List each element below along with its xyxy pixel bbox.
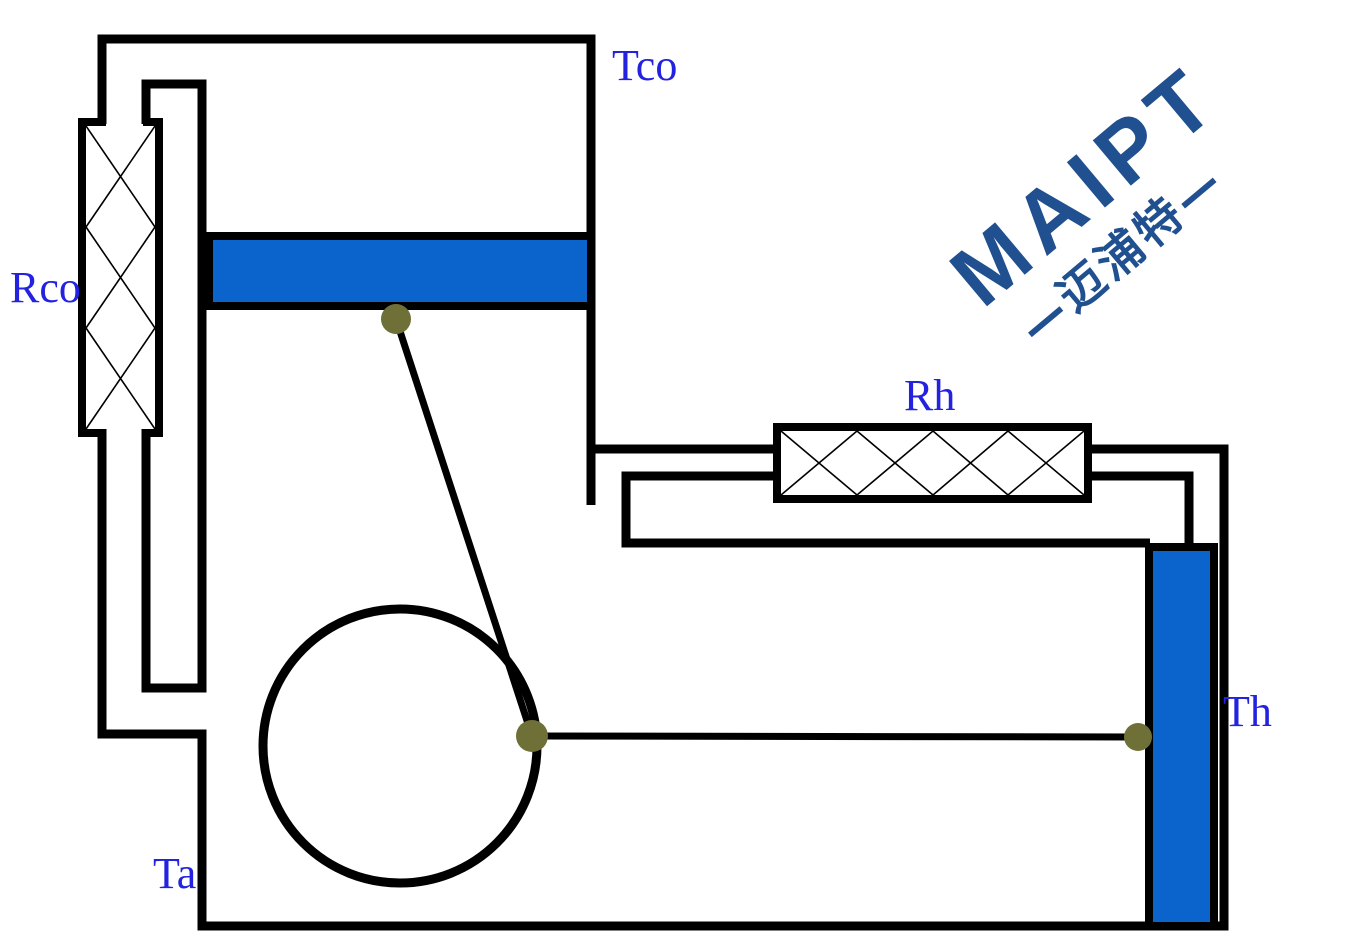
rh-border (773, 423, 1092, 503)
crank-pin (516, 720, 548, 752)
hot-regenerator-rh (773, 423, 1092, 503)
label-th: Th (1223, 687, 1272, 736)
crankcase-outer-wall (97, 429, 1229, 931)
displacer-pin (381, 304, 411, 334)
crank-flywheel (258, 604, 542, 888)
cold-regenerator-rco (78, 118, 163, 437)
watermark-maipt: MAIPT —迈浦特— (933, 47, 1238, 355)
duct-inner-wall-right (1088, 471, 1194, 547)
label-rh: Rh (904, 371, 955, 420)
transfer-duct-inner-wall (621, 471, 1194, 548)
displacer-cylinder-inner-wall (141, 79, 207, 693)
power-piston-pin (1124, 723, 1152, 751)
power-piston (1145, 543, 1218, 930)
duct-inner-wall-left (621, 471, 1150, 548)
connecting-rod-displacer (392, 315, 536, 740)
displacer-piston (205, 232, 595, 310)
label-rco: Rco (10, 263, 81, 312)
label-ta: Ta (153, 849, 196, 898)
label-tco: Tco (612, 41, 677, 90)
connecting-rod-power (528, 732, 1144, 741)
